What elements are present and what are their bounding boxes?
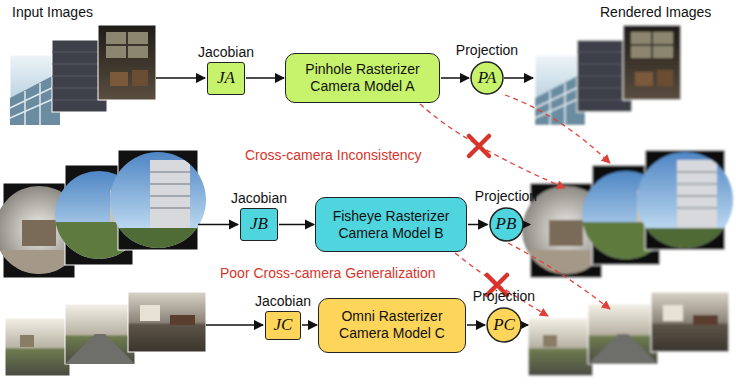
node-label: JB bbox=[250, 215, 268, 234]
projection-circle: ProjectionPB bbox=[489, 207, 524, 242]
node-heading: Projection bbox=[456, 42, 518, 58]
flow-arrow bbox=[156, 77, 205, 79]
jacobian-box: JacobianJA bbox=[207, 62, 245, 95]
problem-note: Poor Cross-camera Generalization bbox=[220, 265, 436, 281]
input-images bbox=[0, 150, 215, 280]
rendered-images bbox=[535, 25, 681, 125]
flow-connector bbox=[302, 324, 317, 326]
input-images bbox=[5, 292, 206, 376]
node-label: Pinhole Rasterizer Camera Model A bbox=[293, 61, 433, 95]
node-heading: Jacobian bbox=[231, 190, 287, 206]
input-images bbox=[10, 25, 156, 125]
failed-transfer-arrow bbox=[420, 104, 565, 188]
flow-connector bbox=[246, 77, 284, 79]
rasterizer-box: Omni Rasterizer Camera Model C bbox=[318, 298, 466, 353]
node-label: Fisheye Rasterizer Camera Model B bbox=[322, 208, 460, 242]
node-heading: Jacobian bbox=[255, 293, 311, 309]
problem-note: Cross-camera Inconsistency bbox=[245, 147, 422, 163]
projection-outline bbox=[471, 62, 503, 94]
node-label: PA bbox=[478, 69, 497, 88]
node-label: PC bbox=[493, 316, 515, 335]
flow-connector bbox=[441, 77, 469, 79]
flow-connector bbox=[468, 224, 488, 226]
node-label: JC bbox=[274, 316, 293, 335]
jacobian-box: JacobianJB bbox=[240, 208, 278, 241]
node-heading: Projection bbox=[473, 288, 535, 304]
rendered-images bbox=[522, 150, 736, 280]
rasterizer-box: Pinhole Rasterizer Camera Model A bbox=[285, 53, 440, 103]
section-title: Input Images bbox=[12, 4, 93, 20]
node-label: Omni Rasterizer Camera Model C bbox=[325, 308, 459, 342]
cross-mark bbox=[469, 136, 489, 156]
node-label: JA bbox=[217, 69, 235, 88]
projection-circle: ProjectionPC bbox=[486, 307, 522, 343]
rendered-images bbox=[528, 292, 729, 376]
flow-arrow bbox=[198, 224, 238, 226]
jacobian-box: JacobianJC bbox=[265, 311, 301, 340]
projection-outline bbox=[490, 208, 523, 241]
rasterizer-box: Fisheye Rasterizer Camera Model B bbox=[315, 197, 467, 252]
node-label: PB bbox=[496, 215, 517, 234]
flow-arrow bbox=[522, 224, 530, 226]
projection-circle: ProjectionPA bbox=[470, 61, 504, 95]
flow-connector bbox=[279, 224, 314, 226]
node-heading: Jacobian bbox=[198, 44, 254, 60]
failed-transfer-arrow bbox=[505, 95, 610, 163]
failed-transfer-arrow bbox=[455, 253, 548, 316]
node-heading: Projection bbox=[475, 188, 537, 204]
flow-arrow bbox=[206, 324, 263, 326]
projection-outline bbox=[487, 308, 521, 342]
section-title: Rendered Images bbox=[600, 4, 711, 20]
flow-connector bbox=[467, 324, 485, 326]
flow-arrow bbox=[504, 77, 533, 79]
